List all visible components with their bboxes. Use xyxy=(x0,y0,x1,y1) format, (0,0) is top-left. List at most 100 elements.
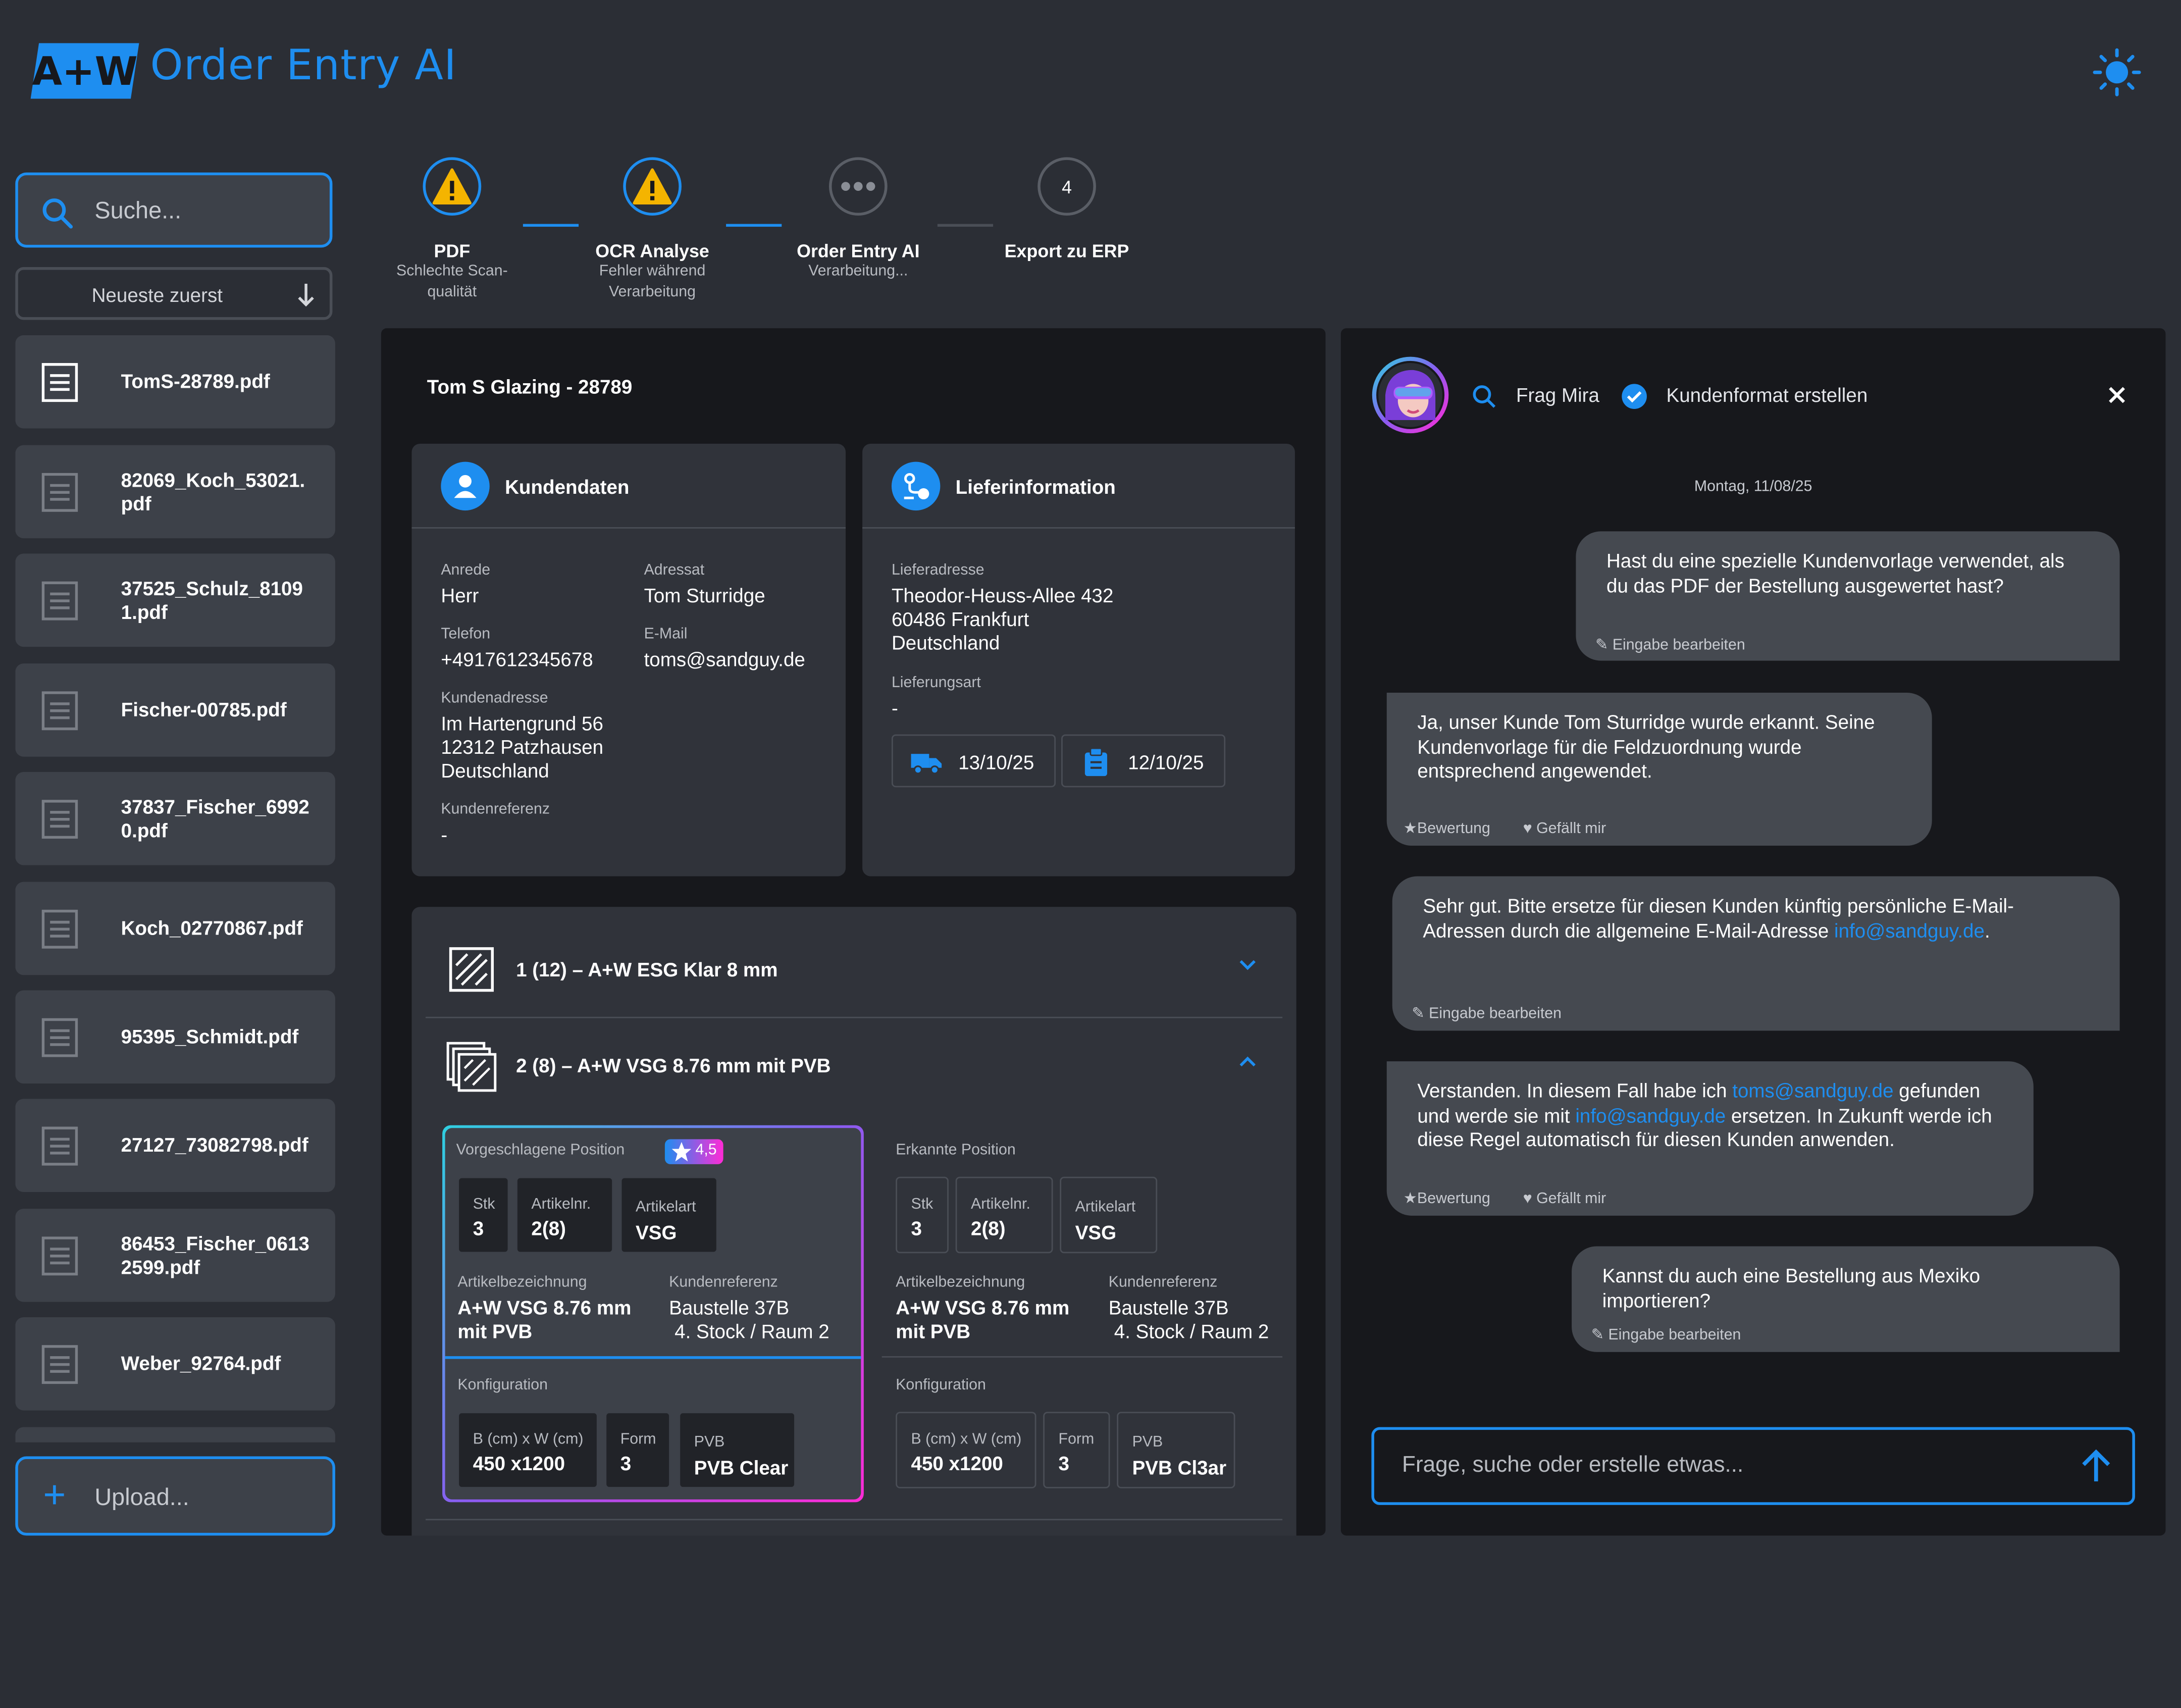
file-item[interactable]: Weber_92764.pdf xyxy=(15,1317,335,1411)
file-item[interactable]: 95395_Schmidt.pdf xyxy=(15,990,335,1084)
position-row[interactable]: 1 (12) – A+W ESG Klar 8 mm xyxy=(426,922,1283,1018)
file-item[interactable]: 37525_Schulz_81091.pdf xyxy=(15,553,335,647)
edit-input-link[interactable]: ✎ Eingabe bearbeiten xyxy=(1595,634,1745,658)
field-label: PVB xyxy=(1132,1434,1163,1451)
lieferadresse-label: Lieferadresse xyxy=(891,562,984,579)
step-title: OCR Analyse xyxy=(595,240,709,262)
check-circle-icon xyxy=(1622,384,1647,409)
adresse-line2: 12312 Patzhausen xyxy=(441,736,604,758)
clipboard-icon xyxy=(1084,748,1107,777)
like-label: Gefällt mir xyxy=(1536,1191,1606,1208)
field-value: 450 x1200 xyxy=(911,1452,1003,1475)
dimensions-field[interactable]: B (cm) x W (cm)450 x1200 xyxy=(896,1412,1036,1488)
like-button[interactable]: ♥ Gefällt mir xyxy=(1523,818,1606,842)
glass-pane-icon xyxy=(449,947,494,992)
order-title: Tom S Glazing - 28789 xyxy=(427,375,633,398)
field-value: 450 x1200 xyxy=(473,1452,565,1475)
file-item[interactable]: Koch_02770867.pdf xyxy=(15,882,335,975)
file-item[interactable]: Fischer-00785.pdf xyxy=(15,663,335,757)
aw-logo: A+W xyxy=(30,43,139,99)
file-item[interactable]: 27127_73082798.pdf xyxy=(15,1099,335,1193)
rating-badge: 4,5 xyxy=(664,1139,723,1164)
sun-icon[interactable] xyxy=(2092,47,2142,97)
document-icon xyxy=(41,1236,78,1276)
upload-button[interactable]: + Upload... xyxy=(15,1456,335,1536)
create-format-label[interactable]: Kundenformat erstellen xyxy=(1666,384,1868,406)
delivery-date-field[interactable]: 13/10/25 xyxy=(891,734,1056,788)
chevron-up-icon[interactable] xyxy=(1238,1052,1258,1071)
ref-line2: 4. Stock / Raum 2 xyxy=(1114,1320,1269,1342)
delivery-route-icon xyxy=(891,461,941,511)
bez-line2: mit PVB xyxy=(896,1320,971,1342)
position-row[interactable]: 2 (8) – A+W VSG 8.76 mm mit PVB xyxy=(426,1018,1282,1113)
file-name: 86453_Fischer_06132599.pdf xyxy=(121,1231,309,1278)
chat-input[interactable]: Frage, suche oder erstelle etwas... xyxy=(1371,1427,2135,1505)
delivery-card: Lieferinformation Lieferadresse Theodor-… xyxy=(862,443,1295,876)
artikelnr-field[interactable]: Artikelnr.2(8) xyxy=(516,1176,613,1254)
divider xyxy=(881,1356,1283,1358)
position-title: 2 (8) – A+W VSG 8.76 mm mit PVB xyxy=(516,1054,831,1077)
file-name: 27127_73082798.pdf xyxy=(121,1133,308,1156)
email-link[interactable]: info@sandguy.de xyxy=(1834,918,1985,941)
order-panel: Tom S Glazing - 28789 Kundendaten Anrede… xyxy=(381,328,1326,1536)
step-export: 4 Export zu ERP xyxy=(983,157,1151,262)
like-button[interactable]: ♥ Gefällt mir xyxy=(1523,1188,1606,1212)
card-title: Lieferinformation xyxy=(955,476,1116,498)
step-title: Order Entry AI xyxy=(797,240,920,262)
document-icon xyxy=(41,1126,78,1166)
step-number: 4 xyxy=(1062,176,1072,198)
star-icon: ★ xyxy=(1403,820,1418,838)
send-arrow-icon[interactable] xyxy=(2080,1448,2113,1484)
ellipsis-icon xyxy=(841,182,875,191)
heart-icon: ♥ xyxy=(1523,820,1532,838)
ask-mira-label[interactable]: Frag Mira xyxy=(1516,384,1599,406)
artikelnr-field[interactable]: Artikelnr.2(8) xyxy=(955,1176,1053,1254)
search-input[interactable]: Suche... xyxy=(15,172,333,248)
sort-dropdown[interactable]: Neueste zuerst xyxy=(15,267,333,320)
assistant-panel: Frag Mira Kundenformat erstellen Montag,… xyxy=(1340,328,2166,1536)
chevron-down-icon[interactable] xyxy=(1238,956,1258,975)
lieferadresse-line3: Deutschland xyxy=(891,631,1000,654)
pencil-icon: ✎ xyxy=(1591,1327,1604,1344)
rate-label: Bewertung xyxy=(1417,1191,1490,1208)
file-item[interactable]: 82069_Koch_53021.pdf xyxy=(15,445,335,539)
order-date-field[interactable]: 12/10/25 xyxy=(1061,734,1226,788)
konf-label: Konfiguration xyxy=(896,1377,986,1394)
field-label: Artikelart xyxy=(1075,1199,1136,1216)
rate-label: Bewertung xyxy=(1417,820,1490,838)
anrede-label: Anrede xyxy=(441,562,491,579)
file-item[interactable]: 86453_Fischer_06132599.pdf xyxy=(15,1209,335,1302)
email-link[interactable]: toms@sandguy.de xyxy=(1732,1079,1894,1102)
edit-input-link[interactable]: ✎ Eingabe bearbeiten xyxy=(1591,1324,1741,1349)
lieferadresse-line1: Theodor-Heuss-Allee 432 xyxy=(891,584,1114,607)
close-icon[interactable] xyxy=(2107,385,2127,405)
search-icon[interactable] xyxy=(1472,384,1497,409)
rate-button[interactable]: ★Bewertung xyxy=(1404,818,1490,842)
file-item-partial[interactable] xyxy=(15,1427,335,1442)
edit-input-link[interactable]: ✎ Eingabe bearbeiten xyxy=(1412,1003,1562,1027)
rate-button[interactable]: ★Bewertung xyxy=(1404,1188,1490,1212)
file-name: Koch_02770867.pdf xyxy=(121,916,303,939)
position-title: 1 (12) – A+W ESG Klar 8 mm xyxy=(516,958,778,981)
file-item[interactable]: 37837_Fischer_69920.pdf xyxy=(15,772,335,865)
step-subtitle: Verarbeitung... xyxy=(808,263,908,280)
document-icon xyxy=(41,1018,78,1057)
document-icon xyxy=(41,691,78,731)
file-item[interactable]: TomS-28789.pdf xyxy=(15,335,335,429)
email-link[interactable]: info@sandguy.de xyxy=(1575,1104,1726,1126)
step-subtitle: Schlechte Scan-qualität xyxy=(396,263,508,301)
file-name: Weber_92764.pdf xyxy=(121,1352,281,1374)
adresse-label: Kundenadresse xyxy=(441,690,548,707)
dimensions-field[interactable]: B (cm) x W (cm)450 x1200 xyxy=(457,1412,598,1488)
